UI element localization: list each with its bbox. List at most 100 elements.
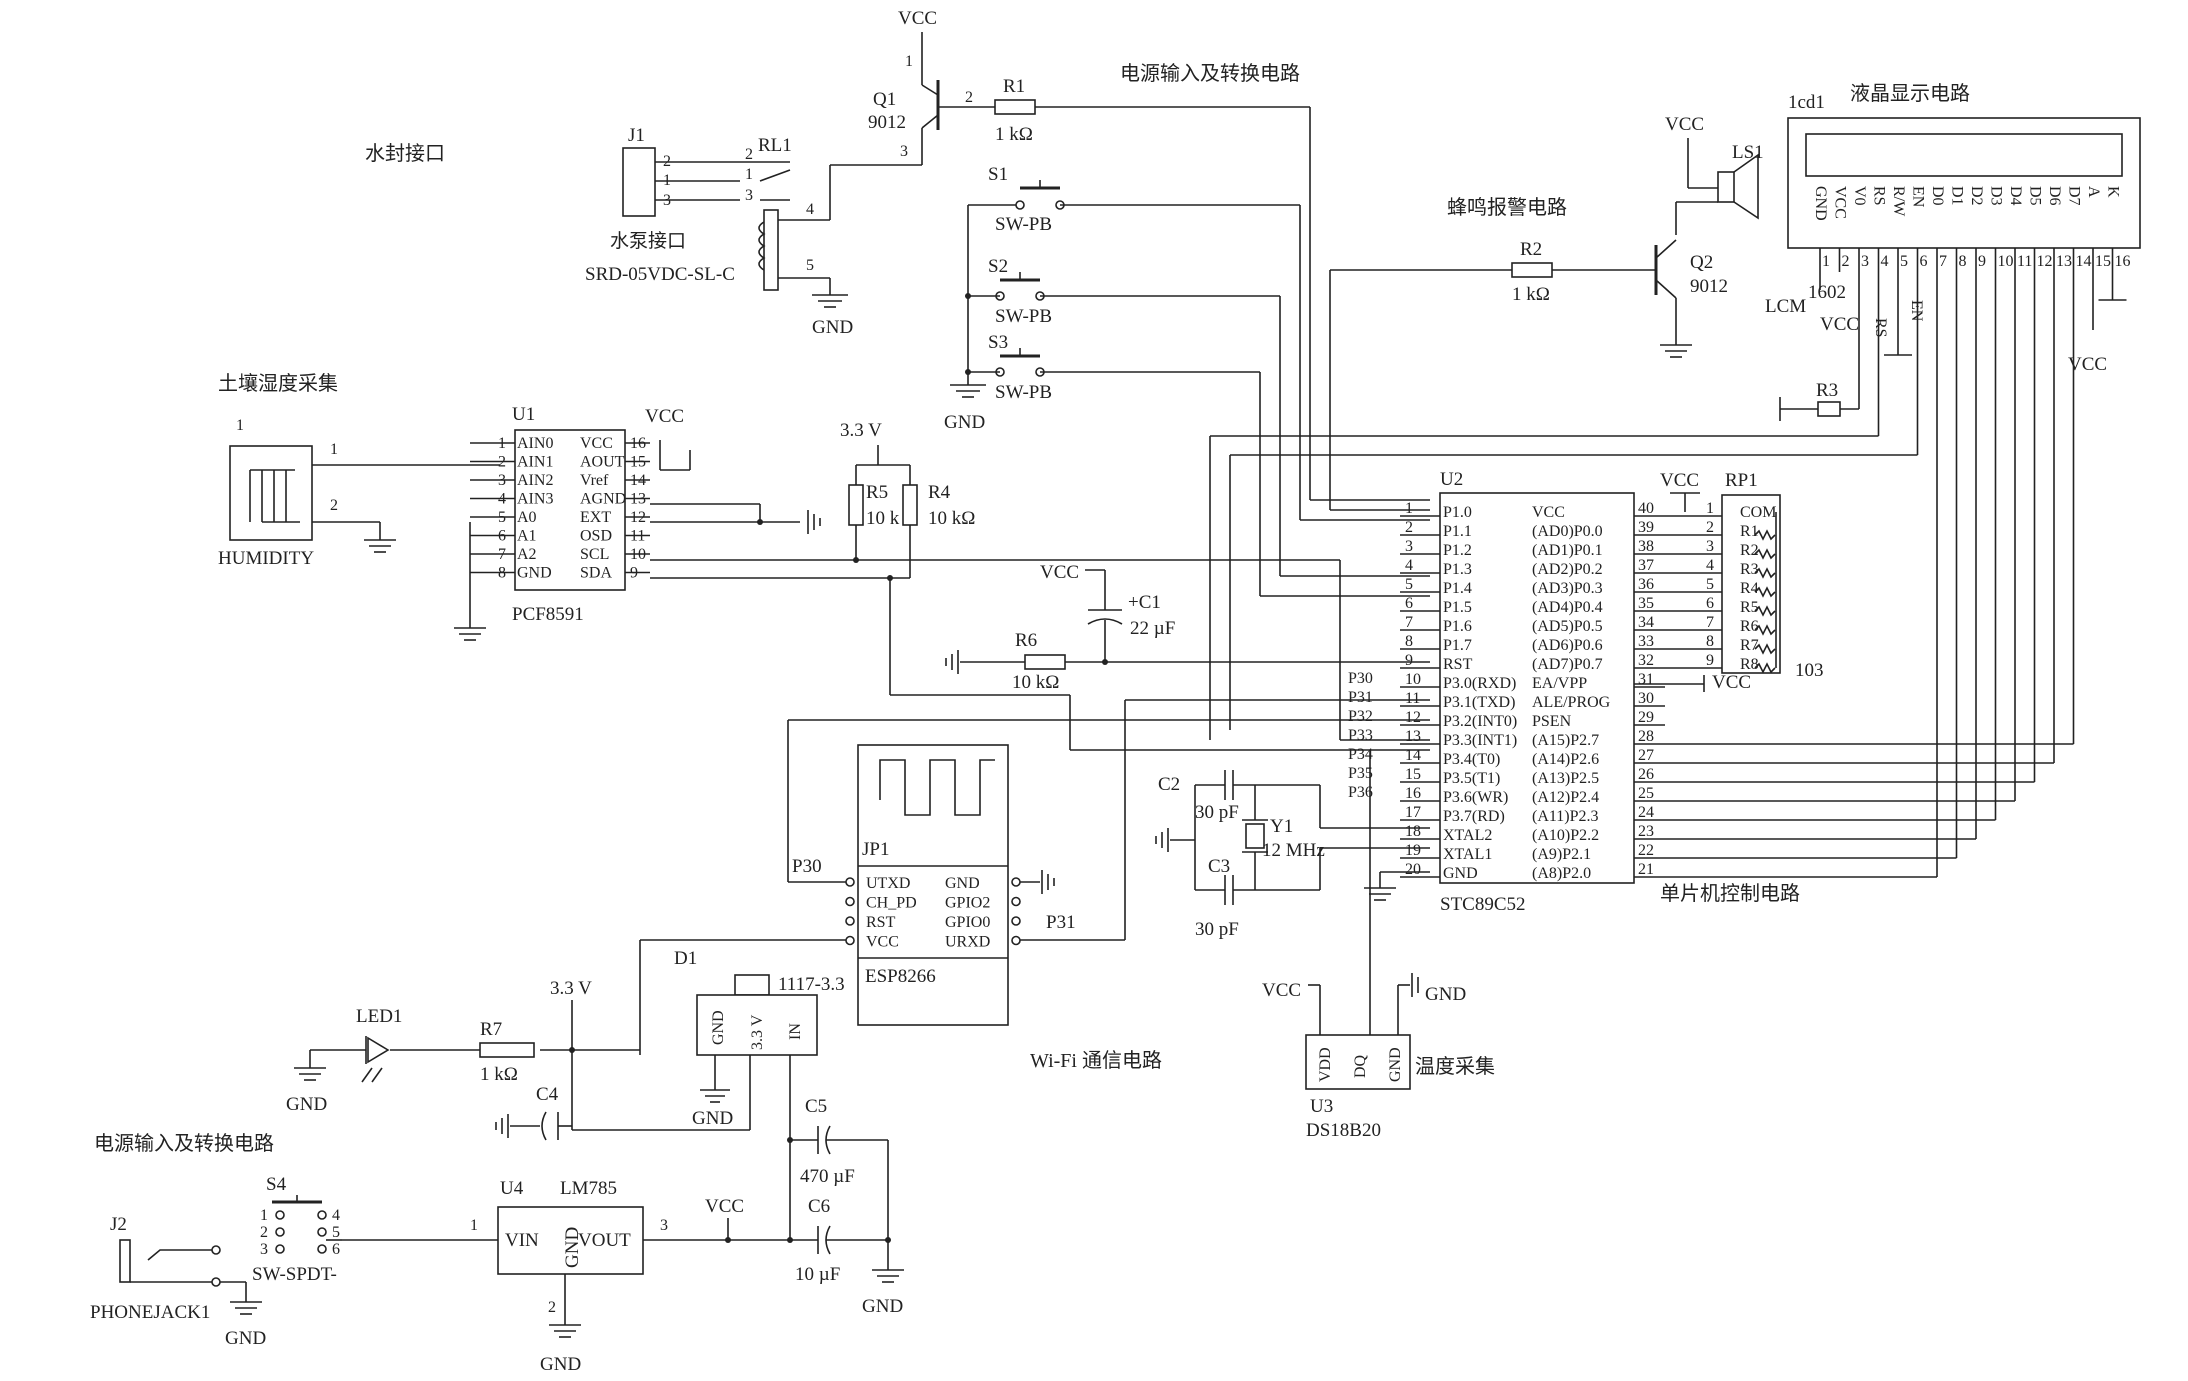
- u1-pin-name: AIN1: [517, 454, 553, 471]
- c6-value: 10 µF: [795, 1264, 840, 1285]
- lcd-pin-name: D6: [2046, 186, 2063, 206]
- u2-pin-name: P1.4: [1443, 580, 1472, 597]
- u2-pin-name: P1.3: [1443, 561, 1472, 578]
- s4-ref: S4: [266, 1174, 287, 1195]
- u2-pin-name: (A12)P2.4: [1532, 789, 1599, 806]
- title-power-top: 电源输入及转换电路: [1120, 62, 1300, 85]
- r7-value: 1 kΩ: [480, 1064, 518, 1085]
- u2-pin-name: P3.7(RD): [1443, 808, 1505, 825]
- jp1-pin-name: GND: [945, 875, 980, 892]
- c2-value: 30 pF: [1195, 802, 1239, 823]
- u1-pin-name: AGND: [580, 491, 626, 508]
- u2-pin-name: (A9)P2.1: [1532, 846, 1591, 863]
- d1-gnd: GND: [692, 1108, 733, 1129]
- u2-pin-num: 7: [1405, 614, 1413, 631]
- u3-gnd: GND: [1425, 984, 1466, 1005]
- lcd-ref: 1cd1: [1788, 92, 1825, 113]
- u4-vcc: VCC: [705, 1196, 744, 1217]
- d1-pin-33: 3.3 V: [749, 1014, 766, 1050]
- u2-p3-net: P33: [1348, 727, 1373, 744]
- u1-part: PCF8591: [512, 604, 584, 625]
- title-soil: 土壤湿度采集: [218, 372, 338, 395]
- u1-pin-name: EXT: [580, 509, 611, 526]
- lcd-vcc: VCC: [1820, 314, 1859, 335]
- c2-ref: C2: [1158, 774, 1180, 795]
- c6-gnd: GND: [862, 1296, 903, 1317]
- r7-ref: R7: [480, 1019, 502, 1040]
- u2-pin-name: (A13)P2.5: [1532, 770, 1599, 787]
- u2-pin-name: (A8)P2.0: [1532, 865, 1591, 882]
- u2-pin-name: RST: [1443, 656, 1473, 673]
- u2-pin-name: (A14)P2.6: [1532, 751, 1599, 768]
- rl1-pin: 4: [806, 201, 814, 218]
- u2-pin-name: XTAL1: [1443, 846, 1492, 863]
- u4-pin2: 2: [548, 1299, 556, 1316]
- s2-ref: S2: [988, 256, 1008, 277]
- s3-part: SW-PB: [995, 382, 1052, 403]
- lcd-part: 1602: [1808, 282, 1846, 303]
- c3-ref: C3: [1208, 856, 1230, 877]
- lcd-pin-num: 16: [2115, 253, 2131, 270]
- rl1-pin: 3: [745, 187, 753, 204]
- u3-pin-vdd: VDD: [1317, 1047, 1334, 1082]
- title-wifi: Wi-Fi 通信电路: [1030, 1049, 1162, 1072]
- u2-pin-num: 29: [1638, 709, 1654, 726]
- rp1-pin-num: 3: [1706, 538, 1714, 555]
- switch-s2: S2 SW-PB: [968, 256, 1280, 327]
- q1-transistor: VCC 1 2 3 Q1 9012: [868, 8, 995, 165]
- u2-pin-name: ALE/PROG: [1532, 694, 1611, 711]
- r2-value: 1 kΩ: [1512, 284, 1550, 305]
- j1-name: 水泵接口: [610, 230, 686, 252]
- lcd-pin-name: K: [2105, 186, 2122, 198]
- u2-pin-name: P3.5(T1): [1443, 770, 1500, 787]
- title-water-seal: 水封接口: [365, 142, 445, 165]
- u2-pin-num: 9: [1405, 652, 1413, 669]
- u2-pin-num: 8: [1405, 633, 1413, 650]
- u3-pin-gnd: GND: [1387, 1047, 1404, 1082]
- lcd-net-rs: RS: [1872, 318, 1889, 338]
- u2-pin-name: P3.0(RXD): [1443, 675, 1516, 692]
- c1-ref: +C1: [1128, 592, 1161, 613]
- title-temp: 温度采集: [1415, 1055, 1495, 1078]
- c3-value: 30 pF: [1195, 919, 1239, 940]
- humidity-pin: 1: [330, 441, 338, 458]
- u1-pin-name: OSD: [580, 528, 612, 545]
- d1-part: 1117-3.3: [778, 974, 845, 995]
- u2-pin-num: 26: [1638, 766, 1654, 783]
- ls1-ref: LS1: [1732, 142, 1764, 163]
- u1-pin-name: SCL: [580, 546, 609, 563]
- q1-pin1: 1: [905, 53, 913, 70]
- u3-pin-dq: DQ: [1352, 1054, 1369, 1078]
- rl1-part: SRD-05VDC-SL-C: [585, 264, 735, 285]
- u2-pin-num: 24: [1638, 804, 1654, 821]
- jp1-pin-name: CH_PD: [866, 895, 917, 912]
- lcd-pin-name: D7: [2066, 186, 2083, 206]
- u2-vcc: VCC: [1660, 470, 1699, 491]
- lcd-pin-name: D0: [1929, 186, 1946, 206]
- lcd-type: LCM: [1765, 296, 1806, 317]
- u2-pin-num: 34: [1638, 614, 1654, 631]
- u2-pin-name: P1.5: [1443, 599, 1472, 616]
- rl1-relay: RL1 2 1 3 4 5 GND SRD-05VDC-SL-C: [585, 135, 922, 338]
- jp1-ref: JP1: [862, 839, 889, 860]
- u2-pin-name: P3.2(INT0): [1443, 713, 1517, 730]
- u2-pin-name: (AD5)P0.5: [1532, 618, 1603, 635]
- s4-pin: 5: [332, 1224, 340, 1241]
- switch-s3: S3 SW-PB GND: [944, 205, 1260, 433]
- jp1-pin-name: RST: [866, 914, 896, 931]
- d1-pin-gnd: GND: [710, 1010, 727, 1045]
- u2-pin-num: 3: [1405, 538, 1413, 555]
- j2-phonejack: J2 PHONEJACK1 GND: [90, 1214, 266, 1349]
- lcd-net-en: EN: [1908, 300, 1925, 322]
- lcd-pin-name: RS: [1871, 186, 1888, 206]
- u2-pin-name: (A15)P2.7: [1532, 732, 1599, 749]
- buzzer-vcc: VCC: [1665, 114, 1704, 135]
- v33-label-led: 3.3 V: [550, 978, 592, 999]
- u2-pin-num: 22: [1638, 842, 1654, 859]
- s4-part: SW-SPDT-: [252, 1264, 337, 1285]
- jp1-part: ESP8266: [865, 966, 936, 987]
- c5-c6-caps: C5 470 µF C6 10 µF GND: [787, 1096, 904, 1317]
- lcd-pin-name: D4: [2007, 186, 2024, 206]
- lcd-pin-num: 3: [1861, 253, 1869, 270]
- d1-pin-in: IN: [787, 1023, 804, 1040]
